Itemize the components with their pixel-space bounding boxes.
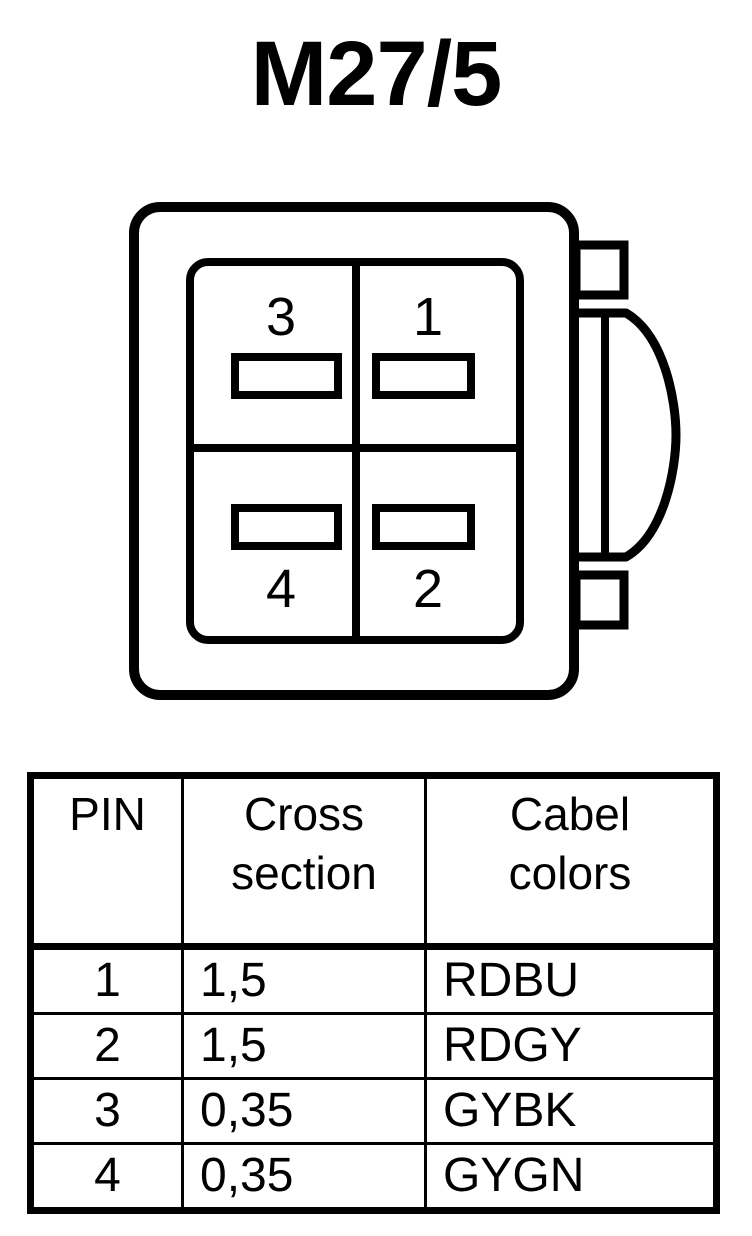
table-row: 4 0,35 GYGN [29,1142,718,1212]
connector-svg: 3 1 4 2 [129,202,681,700]
row-1-pin: 1 [29,945,184,1015]
cavity-slot-1 [372,353,475,399]
row-2-cable-colors: RDGY [424,1012,718,1080]
row-3-cross-section: 0,35 [181,1077,427,1145]
row-3-cable-colors: GYBK [424,1077,718,1145]
pin-assignment-table: PIN Cross section Cabel colors 1 1,5 RDB… [27,772,720,1214]
cavity-label-1: 1 [413,287,443,347]
cavity-slot-4 [231,504,342,550]
latch-tab-bottom [571,570,629,630]
header-cable-colors: Cabel colors [424,774,718,950]
cavity-slot-3 [231,353,342,399]
cavity-slot-2 [372,504,475,550]
connector-diagram: 3 1 4 2 [0,185,752,725]
row-1-cable-colors: RDBU [424,945,718,1015]
cavity-label-3: 3 [266,287,296,347]
cavity-label-4: 4 [266,559,296,619]
header-cross-section-line1: Cross [243,788,365,840]
latch-bulge [561,308,681,562]
header-pin: PIN [29,774,184,950]
row-1-cross-section: 1,5 [181,945,427,1015]
row-4-cross-section: 0,35 [181,1142,427,1212]
latch-tab-top [571,240,629,300]
header-cross-section-line2: section [231,846,377,899]
cavity-label-2: 2 [413,559,443,619]
page-title: M27/5 [250,23,503,125]
row-2-cross-section: 1,5 [181,1012,427,1080]
table-row: 2 1,5 RDGY [29,1012,718,1080]
header-cable-colors-line1: Cabel [509,788,631,840]
table-row: 1 1,5 RDBU [29,945,718,1015]
header-cross-section: Cross section [181,774,427,950]
header-pin-text: PIN [69,788,146,840]
header-cable-colors-line2: colors [508,846,632,899]
row-4-cable-colors: GYGN [424,1142,718,1212]
row-4-pin: 4 [29,1142,184,1212]
table-row: 3 0,35 GYBK [29,1077,718,1145]
row-3-pin: 3 [29,1077,184,1145]
row-2-pin: 2 [29,1012,184,1080]
table-header-row: PIN Cross section Cabel colors [29,774,718,950]
